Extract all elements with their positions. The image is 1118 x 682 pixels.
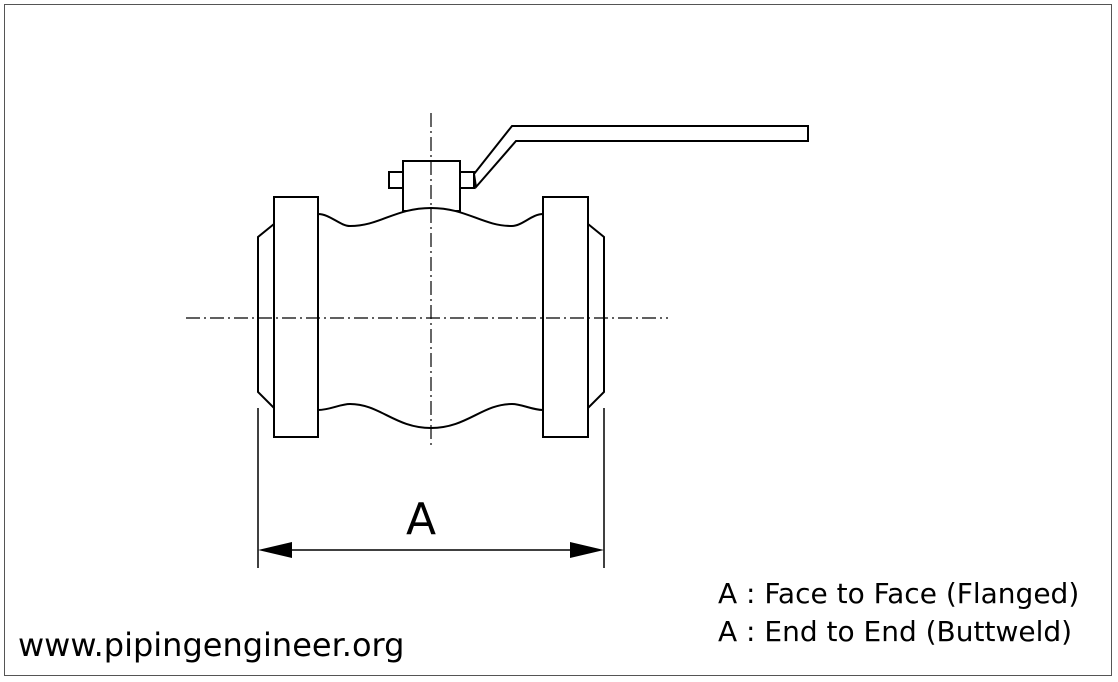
handle-lever (472, 125, 809, 190)
dimension-line (258, 542, 604, 558)
website-footer: www.pipingengineer.org (18, 626, 405, 664)
left-flange (257, 196, 319, 438)
legend-line-face-to-face: A : Face to Face (Flanged) (718, 577, 1080, 610)
legend-line-end-to-end: A : End to End (Buttweld) (718, 615, 1073, 648)
dimension-label: A (406, 494, 436, 545)
drawing-frame (4, 4, 1112, 676)
right-flange (542, 196, 605, 438)
legend: A : Face to Face (Flanged) A : End to En… (718, 575, 1079, 651)
arrowhead-left-icon (258, 542, 292, 558)
arrowhead-right-icon (570, 542, 604, 558)
